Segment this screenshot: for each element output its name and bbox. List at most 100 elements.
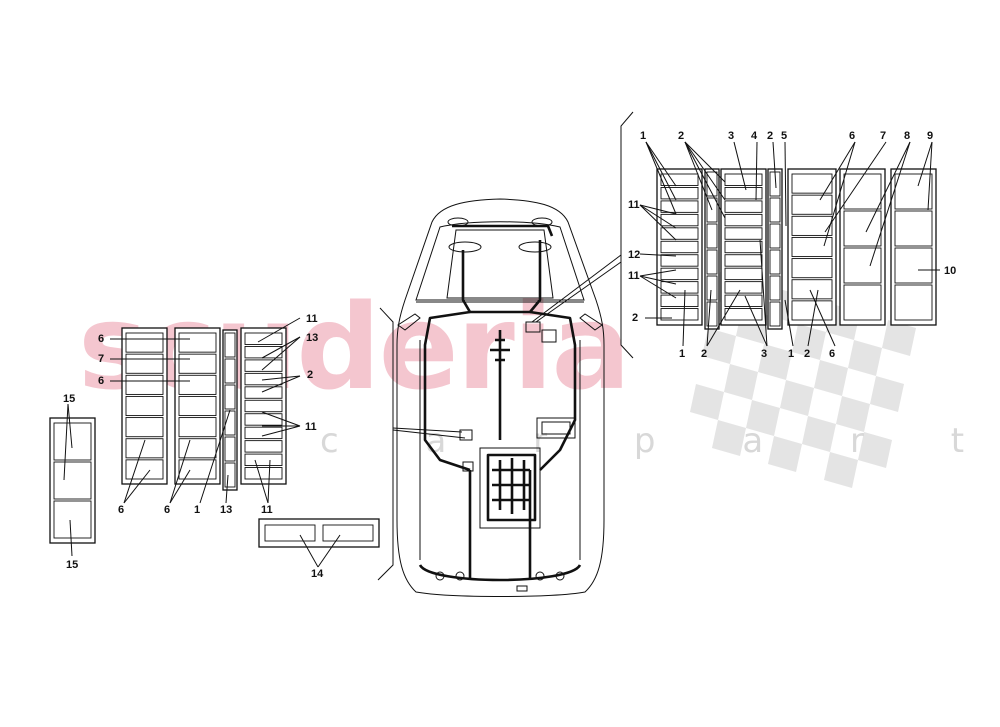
fuse-slot: [724, 240, 763, 254]
car-top-view: [392, 198, 622, 597]
checker-square: [768, 436, 802, 472]
callout-label: 7: [98, 353, 104, 365]
fuse-slot: [264, 524, 316, 542]
leader-line: [823, 141, 856, 247]
leader-line: [706, 289, 741, 347]
fuse-slot: [244, 467, 283, 480]
fuse-slot: [125, 459, 164, 480]
fuse-slot: [660, 254, 699, 267]
fuse-slot: [769, 275, 781, 301]
fuse-slot: [224, 358, 236, 384]
callout-label: 2: [678, 130, 684, 142]
fuse-slot: [706, 249, 718, 275]
leader-line: [254, 459, 269, 504]
left-bracket-line: [377, 307, 394, 581]
fuse-panels: [49, 168, 937, 548]
fuse-slot: [660, 281, 699, 294]
leader-line: [225, 474, 229, 504]
callout-label: 2: [804, 348, 810, 360]
fuse-slot: [224, 332, 236, 358]
fuse-slot: [660, 213, 699, 227]
fuse-slot: [224, 436, 236, 462]
callout-label: 11: [305, 421, 317, 433]
leader-line: [639, 275, 677, 299]
fuse-slot: [894, 284, 933, 321]
leader-line: [755, 141, 758, 201]
fuse-slot: [224, 462, 236, 488]
callouts-left: 15 15 6 7 6 6 6 1 13 11 13 2 11 11 14: [63, 313, 324, 580]
checker-square: [848, 340, 882, 376]
fuse-slot: [178, 332, 217, 353]
fuse-slot: [660, 308, 699, 321]
callout-label: 5: [781, 130, 787, 142]
leader-line: [809, 289, 836, 347]
callout-label: 11: [261, 504, 273, 516]
leader-line: [684, 141, 726, 201]
fuse-slot: [724, 227, 763, 240]
fuse-slot: [724, 308, 763, 321]
fuse-slot: [322, 524, 374, 542]
fuse-slot: [660, 200, 699, 213]
fuse-slot: [894, 247, 933, 284]
leader-line: [869, 141, 911, 267]
fuse-slot: [843, 247, 882, 284]
callout-label: 2: [767, 130, 773, 142]
checker-square: [712, 420, 746, 456]
callout-label: 8: [904, 130, 910, 142]
fuse-slot: [178, 374, 217, 395]
checker-square: [746, 400, 780, 436]
fuse-slot: [791, 258, 833, 279]
fuse-slot: [244, 399, 283, 413]
fuse-slot: [724, 200, 763, 213]
leader-line: [261, 425, 301, 437]
leader-line: [759, 239, 768, 347]
fuse-slot: [244, 386, 283, 399]
fuse-slot: [706, 223, 718, 249]
leader-line: [639, 253, 677, 257]
watermark-checker-flag: [690, 272, 916, 488]
callout-label: 6: [118, 504, 124, 516]
fuse-slot: [769, 249, 781, 275]
fuse-slot: [769, 223, 781, 249]
callout-label: 2: [701, 348, 707, 360]
fuse-slot: [178, 459, 217, 480]
callout-label: 11: [628, 270, 640, 282]
checker-square: [724, 364, 758, 400]
leader-line: [639, 204, 677, 241]
fuse-slot: [53, 422, 92, 461]
leader-line: [684, 141, 726, 183]
leader-line: [299, 534, 319, 568]
callout-label: 1: [640, 130, 646, 142]
fuse-slot: [178, 353, 217, 374]
callout-label: 6: [98, 333, 104, 345]
callout-label: 12: [628, 249, 640, 261]
leader-line: [784, 141, 787, 227]
callouts-right-top: 1 2 3 4 2 5 6 7 8 9: [640, 130, 933, 142]
callouts-right-bottom: 1 2 3 1 2 6: [679, 348, 835, 360]
leader-line: [261, 336, 301, 359]
checker-square: [836, 396, 870, 432]
fuse-slot: [706, 301, 718, 327]
leader-line: [261, 375, 301, 393]
leader-line: [819, 141, 856, 201]
leader-line: [744, 295, 768, 347]
leader-line: [927, 141, 933, 211]
leader-line: [645, 141, 677, 187]
leader-line: [123, 469, 151, 504]
callout-label: 13: [306, 332, 318, 344]
fuse-slot: [660, 294, 699, 307]
callout-label: 6: [164, 504, 170, 516]
fuse-slot: [125, 395, 164, 417]
fuse-slot: [724, 187, 763, 200]
leader-line: [706, 289, 712, 347]
checker-square: [882, 320, 916, 356]
checker-square: [702, 328, 736, 364]
fuse-slot: [178, 438, 217, 459]
fuse-slot: [125, 438, 164, 459]
leader-line: [645, 141, 677, 215]
callout-label: 1: [788, 348, 794, 360]
leader-line: [199, 409, 231, 504]
fuse-slot: [791, 300, 833, 321]
leader-line: [682, 289, 686, 347]
